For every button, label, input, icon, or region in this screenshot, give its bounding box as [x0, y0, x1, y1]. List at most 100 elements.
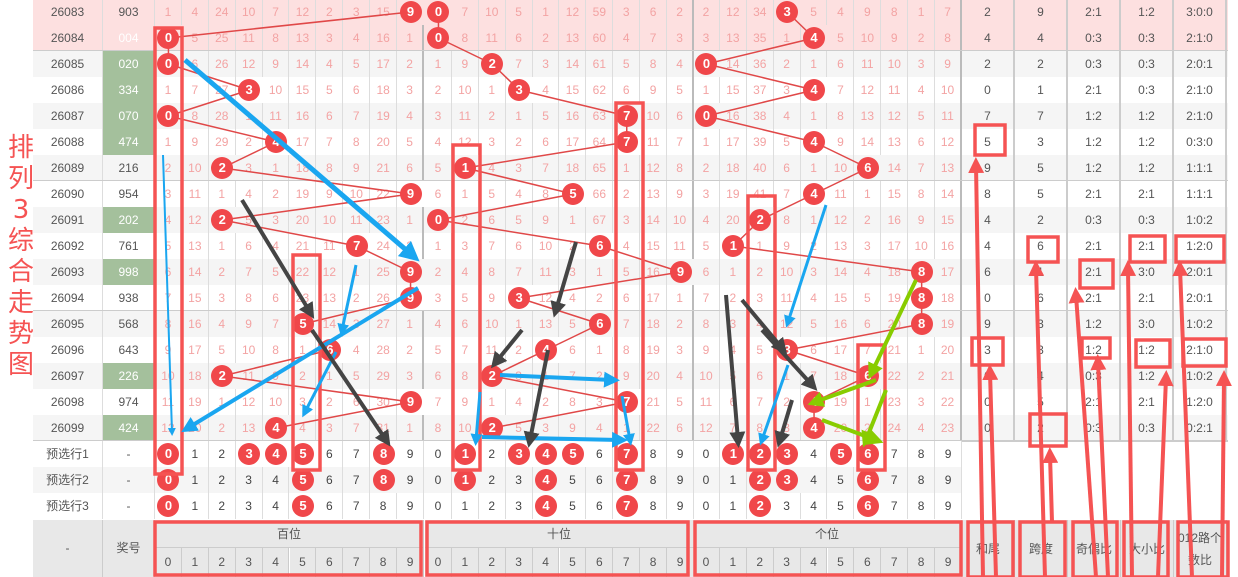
omission-units-7: 13	[881, 129, 909, 155]
preselect-digit-units-4[interactable]: 4	[801, 493, 828, 519]
preselect-ball-units-5[interactable]: 5	[829, 443, 852, 465]
preselect-digit-tens-3[interactable]: 3	[506, 493, 533, 519]
preselect-digit-units-5[interactable]: 5	[828, 467, 855, 493]
preselect-ball-hundreds-0[interactable]: 0	[157, 495, 180, 517]
preselect-digit-units-0[interactable]: 0	[693, 441, 720, 467]
preselect-digit-tens-2[interactable]: 2	[479, 493, 506, 519]
preselect-digit-units-1[interactable]: 1	[720, 467, 747, 493]
preselect-digit-hundreds-9[interactable]: 9	[397, 493, 424, 519]
preselect-digit-units-4[interactable]: 4	[801, 441, 828, 467]
preselect-digit-tens-0[interactable]: 0	[425, 441, 452, 467]
preselect-digit-units-4[interactable]: 4	[801, 467, 828, 493]
preselect-digit-units-5[interactable]: 5	[828, 493, 855, 519]
preselect-digit-units-8[interactable]: 8	[908, 467, 936, 493]
preselect-ball-units-1[interactable]: 1	[722, 443, 745, 465]
preselect-digit-tens-3[interactable]: 3	[506, 467, 533, 493]
preselect-digit-units-0[interactable]: 0	[693, 493, 720, 519]
preselect-digit-hundreds-1[interactable]: 1	[182, 467, 209, 493]
omission-hundreds-7: 11	[343, 207, 371, 233]
preselect-digit-tens-5[interactable]: 5	[560, 467, 587, 493]
omission-units-9: 10	[935, 77, 962, 103]
preselect-digit-units-1[interactable]: 1	[720, 493, 747, 519]
preselect-ball-tens-7[interactable]: 7	[615, 443, 638, 465]
preselect-ball-tens-5[interactable]: 5	[561, 443, 584, 465]
omission-hundreds-9: 4	[397, 103, 424, 129]
preselect-digit-hundreds-2[interactable]: 2	[209, 467, 236, 493]
preselect-ball-tens-1[interactable]: 1	[454, 469, 477, 491]
preselect-ball-units-2[interactable]: 2	[749, 495, 772, 517]
preselect-ball-units-3[interactable]: 3	[776, 443, 799, 465]
preselect-ball-tens-7[interactable]: 7	[615, 469, 638, 491]
omission-hundreds-2: 27	[209, 77, 236, 103]
preselect-digit-tens-1[interactable]: 1	[452, 493, 479, 519]
preselect-digit-units-9[interactable]: 9	[935, 467, 962, 493]
preselect-digit-tens-8[interactable]: 8	[640, 441, 668, 467]
preselect-digit-units-8[interactable]: 8	[908, 493, 936, 519]
preselect-row	[33, 467, 962, 493]
preselect-ball-tens-4[interactable]: 4	[535, 469, 558, 491]
preselect-digit-hundreds-7[interactable]: 7	[343, 493, 371, 519]
preselect-digit-units-7[interactable]: 7	[881, 441, 909, 467]
preselect-ball-hundreds-8[interactable]: 8	[372, 469, 395, 491]
preselect-digit-units-0[interactable]: 0	[693, 467, 720, 493]
preselect-digit-tens-6[interactable]: 6	[586, 493, 614, 519]
preselect-digit-tens-0[interactable]: 0	[425, 467, 452, 493]
preselect-ball-tens-4[interactable]: 4	[535, 495, 558, 517]
preselect-digit-hundreds-1[interactable]: 1	[182, 441, 209, 467]
preselect-digit-hundreds-6[interactable]: 6	[316, 441, 344, 467]
preselect-ball-units-2[interactable]: 2	[749, 469, 772, 491]
preselect-digit-units-3[interactable]: 3	[774, 493, 801, 519]
preselect-digit-hundreds-9[interactable]: 9	[397, 467, 424, 493]
omission-hundreds-5: 13	[290, 25, 317, 51]
preselect-digit-hundreds-8[interactable]: 8	[370, 493, 398, 519]
preselect-digit-hundreds-7[interactable]: 7	[343, 467, 371, 493]
preselect-ball-units-3[interactable]: 3	[776, 469, 799, 491]
preselect-ball-tens-4[interactable]: 4	[535, 443, 558, 465]
preselect-digit-tens-2[interactable]: 2	[479, 441, 506, 467]
preselect-digit-hundreds-6[interactable]: 6	[316, 493, 344, 519]
preselect-digit-hundreds-2[interactable]: 2	[209, 441, 236, 467]
preselect-digit-hundreds-7[interactable]: 7	[343, 441, 371, 467]
omission-tens-4: 8	[533, 181, 560, 207]
preselect-digit-tens-8[interactable]: 8	[640, 493, 668, 519]
preselect-digit-hundreds-2[interactable]: 2	[209, 493, 236, 519]
preselect-digit-tens-9[interactable]: 9	[667, 441, 694, 467]
preselect-digit-units-8[interactable]: 8	[908, 441, 936, 467]
preselect-ball-units-6[interactable]: 6	[856, 469, 879, 491]
preselect-digit-hundreds-4[interactable]: 4	[263, 467, 290, 493]
preselect-ball-hundreds-5[interactable]: 5	[291, 443, 314, 465]
preselect-digit-units-9[interactable]: 9	[935, 493, 962, 519]
preselect-ball-units-6[interactable]: 6	[856, 495, 879, 517]
preselect-digit-tens-5[interactable]: 5	[560, 493, 587, 519]
preselect-ball-units-6[interactable]: 6	[856, 443, 879, 465]
ball-units-4: 4	[803, 131, 826, 153]
preselect-digit-hundreds-6[interactable]: 6	[316, 467, 344, 493]
preselect-digit-hundreds-3[interactable]: 3	[236, 467, 263, 493]
preselect-digit-tens-9[interactable]: 9	[667, 493, 694, 519]
preselect-ball-hundreds-3[interactable]: 3	[238, 443, 261, 465]
footer-tens-digit: 8	[640, 548, 668, 577]
preselect-ball-tens-3[interactable]: 3	[508, 443, 531, 465]
preselect-ball-hundreds-8[interactable]: 8	[372, 443, 395, 465]
preselect-digit-tens-8[interactable]: 8	[640, 467, 668, 493]
preselect-ball-hundreds-4[interactable]: 4	[265, 443, 288, 465]
preselect-digit-hundreds-3[interactable]: 3	[236, 493, 263, 519]
preselect-digit-units-7[interactable]: 7	[881, 467, 909, 493]
preselect-ball-tens-7[interactable]: 7	[615, 495, 638, 517]
omission-units-1: 14	[720, 51, 747, 77]
omission-tens-7: 5	[613, 259, 641, 285]
preselect-digit-units-7[interactable]: 7	[881, 493, 909, 519]
omission-units-6: 13	[854, 103, 882, 129]
preselect-digit-tens-6[interactable]: 6	[586, 467, 614, 493]
preselect-ball-hundreds-5[interactable]: 5	[291, 469, 314, 491]
preselect-digit-tens-9[interactable]: 9	[667, 467, 694, 493]
preselect-digit-units-9[interactable]: 9	[935, 441, 962, 467]
preselect-digit-tens-2[interactable]: 2	[479, 467, 506, 493]
preselect-digit-tens-6[interactable]: 6	[586, 441, 614, 467]
preselect-digit-hundreds-9[interactable]: 9	[397, 441, 424, 467]
preselect-digit-tens-0[interactable]: 0	[425, 493, 452, 519]
preselect-digit-hundreds-4[interactable]: 4	[263, 493, 290, 519]
preselect-ball-hundreds-5[interactable]: 5	[291, 495, 314, 517]
omission-units-4: 1	[801, 207, 828, 233]
preselect-digit-hundreds-1[interactable]: 1	[182, 493, 209, 519]
